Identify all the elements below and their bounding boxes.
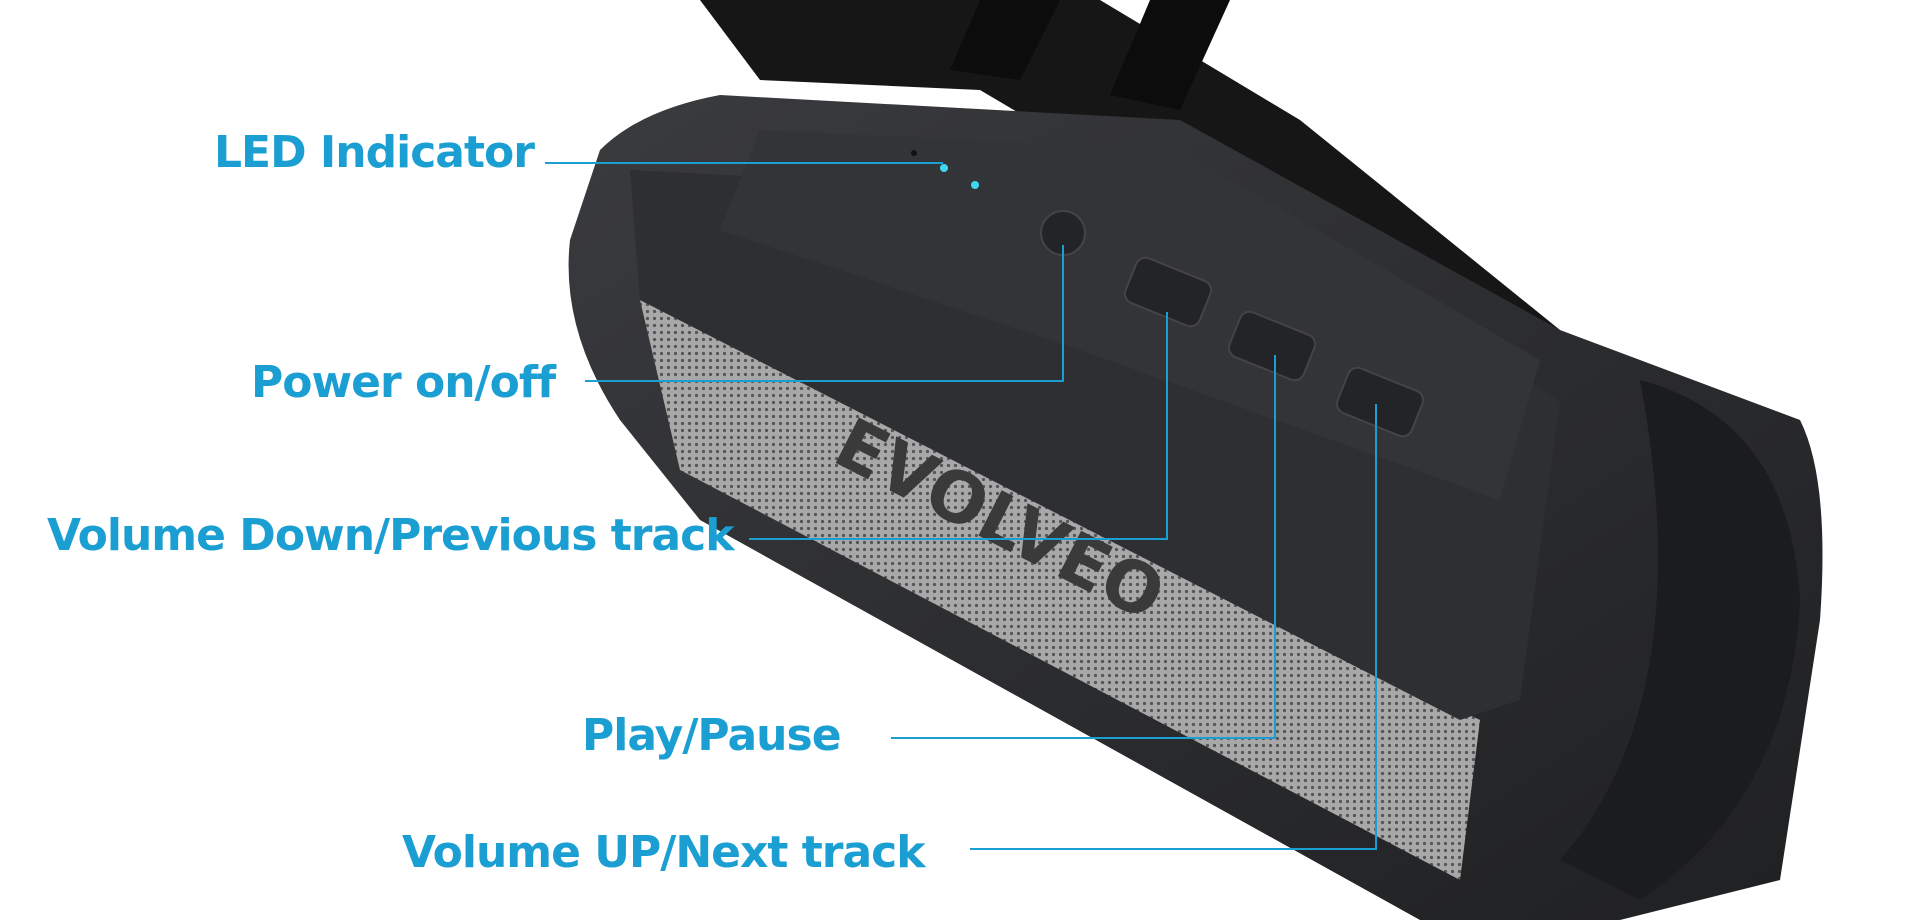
- led-dot: [940, 164, 948, 172]
- speaker-grille: [640, 300, 1480, 880]
- end-cap: [1560, 380, 1800, 900]
- leader-line-power: [585, 245, 1064, 382]
- volume-down-button-icon: [1123, 256, 1213, 328]
- callout-power: Power on/off: [251, 357, 556, 408]
- play-pause-button-icon: [1227, 310, 1317, 382]
- speaker-body: EVOLVEO: [568, 95, 1823, 920]
- callout-volume-up: Volume UP/Next track: [402, 827, 926, 878]
- leader-line-volume-down: [749, 312, 1168, 540]
- leader-line-play-pause: [891, 355, 1276, 739]
- callout-volume-down: Volume Down/Previous track: [47, 510, 734, 561]
- led-dot: [971, 181, 979, 189]
- led-dot: [911, 150, 917, 156]
- callout-led-indicator: LED Indicator: [214, 127, 535, 178]
- callout-play-pause: Play/Pause: [582, 710, 842, 761]
- leader-line-volume-up: [970, 404, 1377, 850]
- volume-up-button-icon: [1335, 366, 1425, 438]
